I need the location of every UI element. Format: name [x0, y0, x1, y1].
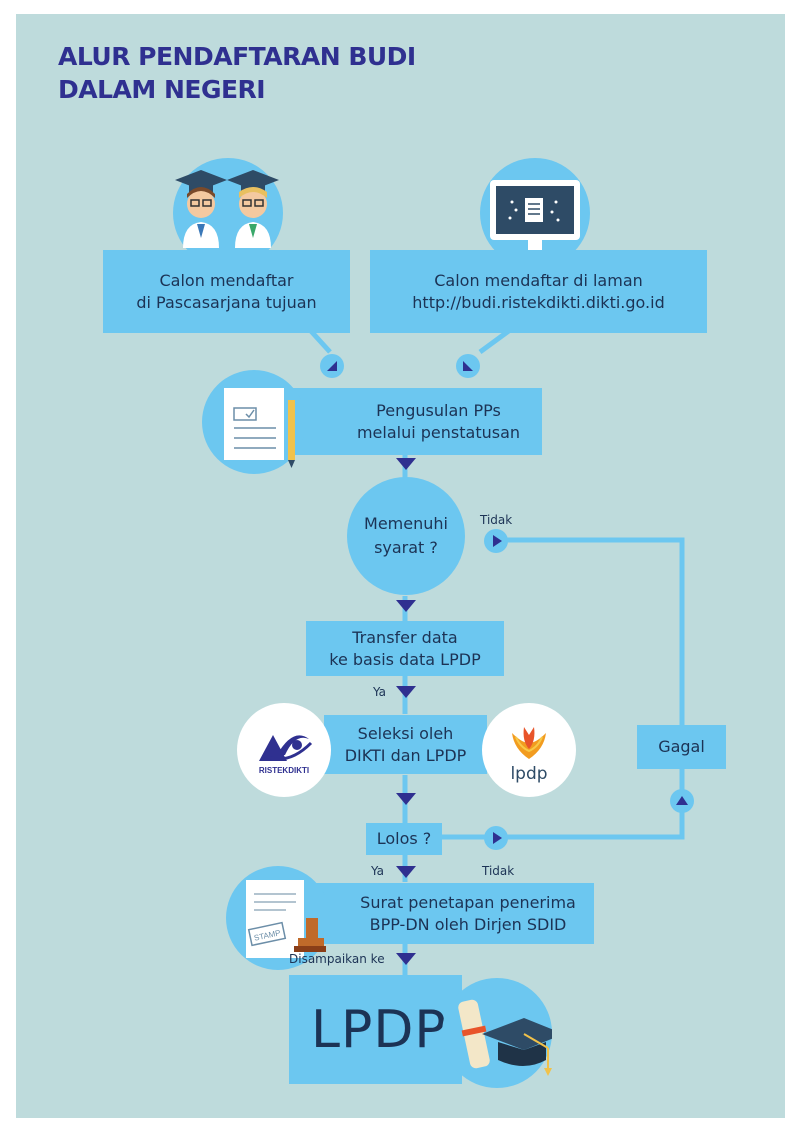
step-surat-line-2: BPP-DN oleh Dirjen SDID [369, 914, 567, 934]
step-lpdp-final: LPDP [289, 975, 462, 1084]
stamp-illustration: STAMP [226, 866, 330, 970]
ristekdikti-logo: RISTEKDIKTI [237, 703, 331, 797]
form-illustration [202, 370, 306, 474]
step-surat: Surat penetapan penerima BPP-DN oleh Dir… [282, 883, 594, 944]
arrow-down-left-icon [327, 361, 337, 371]
arrow-down-icon [396, 600, 416, 612]
step-seleksi: Seleksi oleh DIKTI dan LPDP [324, 715, 487, 774]
stamp-document-icon [246, 880, 326, 958]
arrow-circle [484, 529, 508, 553]
graduate-icon [227, 170, 279, 248]
step-gagal: Gagal [637, 725, 726, 769]
step-surat-line-1: Surat penetapan penerima [360, 892, 576, 912]
decision-lolos: Lolos ? [366, 823, 442, 855]
step-seleksi-line-2: DIKTI dan LPDP [344, 745, 467, 765]
connector-loop-gagal [440, 537, 685, 840]
arrow-down-icon [396, 866, 416, 878]
decision-memenuhi: Memenuhi syarat ? [347, 477, 465, 595]
monitor-icon [490, 180, 580, 254]
checklist-form-icon [224, 388, 295, 468]
arrow-right-icon [493, 832, 502, 844]
arrow-down-icon [396, 458, 416, 470]
step-laman-line-2: http://budi.ristekdikti.dikti.go.id [412, 292, 665, 312]
step-pascasarjana: Calon mendaftar di Pascasarjana tujuan [103, 250, 350, 333]
ristekdikti-logo-text: RISTEKDIKTI [259, 766, 309, 775]
lpdp-final-label: LPDP [311, 999, 447, 1060]
page-title: ALUR PENDAFTARAN BUDI DALAM NEGERI [58, 40, 416, 106]
step-transfer: Transfer data ke basis data LPDP [306, 621, 504, 676]
step-pengusulan: Pengusulan PPs melalui penstatusan [265, 388, 542, 455]
label-ya-2: Ya [371, 864, 385, 878]
diploma-icon [458, 999, 490, 1069]
lpdp-logo: lpdp [482, 703, 576, 797]
graduate-icon [175, 170, 227, 248]
step-pascasarjana-line-2: di Pascasarjana tujuan [136, 292, 317, 312]
arrow-circle [670, 789, 694, 813]
lpdp-flame-icon [512, 727, 546, 759]
decision-memenuhi-line-2: syarat ? [374, 538, 438, 557]
step-transfer-line-2: ke basis data LPDP [329, 649, 481, 669]
arrow-circle [320, 354, 344, 378]
decision-lolos-label: Lolos ? [376, 829, 432, 848]
label-ya-1: Ya [373, 685, 387, 699]
step-seleksi-line-1: Seleksi oleh [357, 723, 454, 743]
lpdp-logo-text: lpdp [510, 764, 547, 784]
arrow-right-icon [493, 535, 502, 547]
arrow-down-icon [396, 793, 416, 805]
step-laman-line-1: Calon mendaftar di laman [434, 270, 643, 290]
step-transfer-line-1: Transfer data [352, 627, 458, 647]
step-pascasarjana-line-1: Calon mendaftar [159, 270, 294, 290]
step-pengusulan-line-2: melalui penstatusan [356, 422, 521, 442]
graduation-cap-icon [482, 1018, 552, 1076]
step-laman: Calon mendaftar di laman http://budi.ris… [370, 250, 707, 333]
arrow-down-icon [396, 686, 416, 698]
arrow-circle [456, 354, 480, 378]
arrow-down-icon [396, 953, 416, 965]
connector-left [308, 328, 332, 354]
label-tidak-bottom: Tidak [482, 864, 515, 878]
graduation-illustration [442, 978, 552, 1088]
arrow-circle [484, 826, 508, 850]
arrow-up-icon [676, 796, 688, 805]
arrow-down-right-icon [463, 361, 473, 371]
ristekdikti-emblem-icon [259, 735, 313, 761]
title-line-2: DALAM NEGERI [58, 75, 266, 104]
label-disampaikan: Disampaikan ke [289, 952, 385, 966]
label-tidak-top: Tidak [480, 513, 513, 527]
step-gagal-label: Gagal [658, 737, 705, 756]
step-pengusulan-line-1: Pengusulan PPs [376, 400, 501, 420]
title-line-1: ALUR PENDAFTARAN BUDI [58, 42, 416, 71]
connector-right [478, 327, 512, 355]
decision-memenuhi-line-1: Memenuhi [364, 514, 448, 533]
graduates-illustration [173, 158, 283, 268]
monitor-illustration [480, 158, 590, 268]
